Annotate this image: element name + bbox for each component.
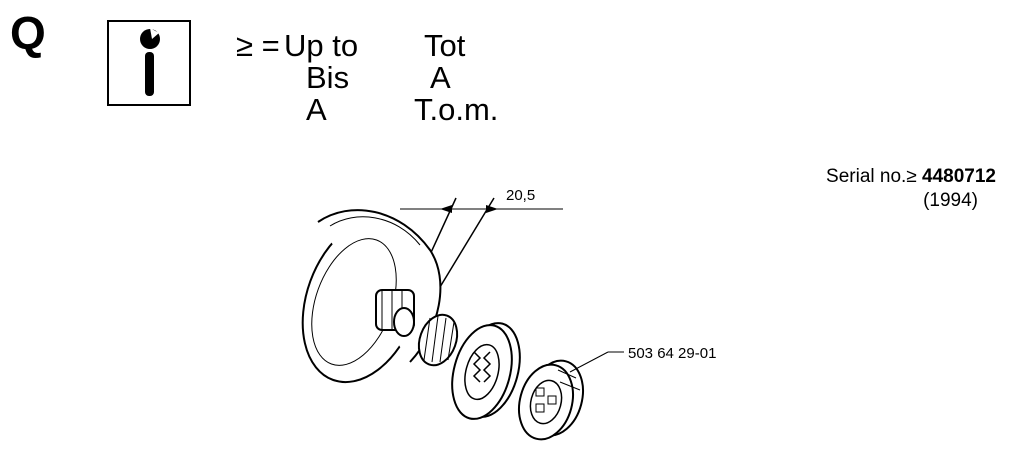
serial-info: Serial no.≥ 4480712 (1994): [826, 165, 996, 213]
serial-number: 4480712: [922, 166, 996, 187]
legend-nl: Tot: [424, 28, 466, 63]
section-letter: Q: [10, 7, 46, 59]
legend-fr: A: [430, 60, 451, 95]
dimension-label: 20,5: [506, 187, 536, 204]
serial-label: Serial no.≥: [826, 166, 923, 187]
legend-sv: T.o.m.: [414, 92, 499, 127]
wrench-info-icon: [107, 20, 191, 106]
part-number-label: 503 64 29-01: [628, 345, 717, 362]
legend-symbol: ≥ =: [236, 28, 280, 63]
legend-it: A: [306, 92, 327, 127]
legend-de: Bis: [306, 60, 350, 95]
serial-year: (1994): [923, 190, 978, 211]
legend-en: Up to: [284, 28, 359, 63]
